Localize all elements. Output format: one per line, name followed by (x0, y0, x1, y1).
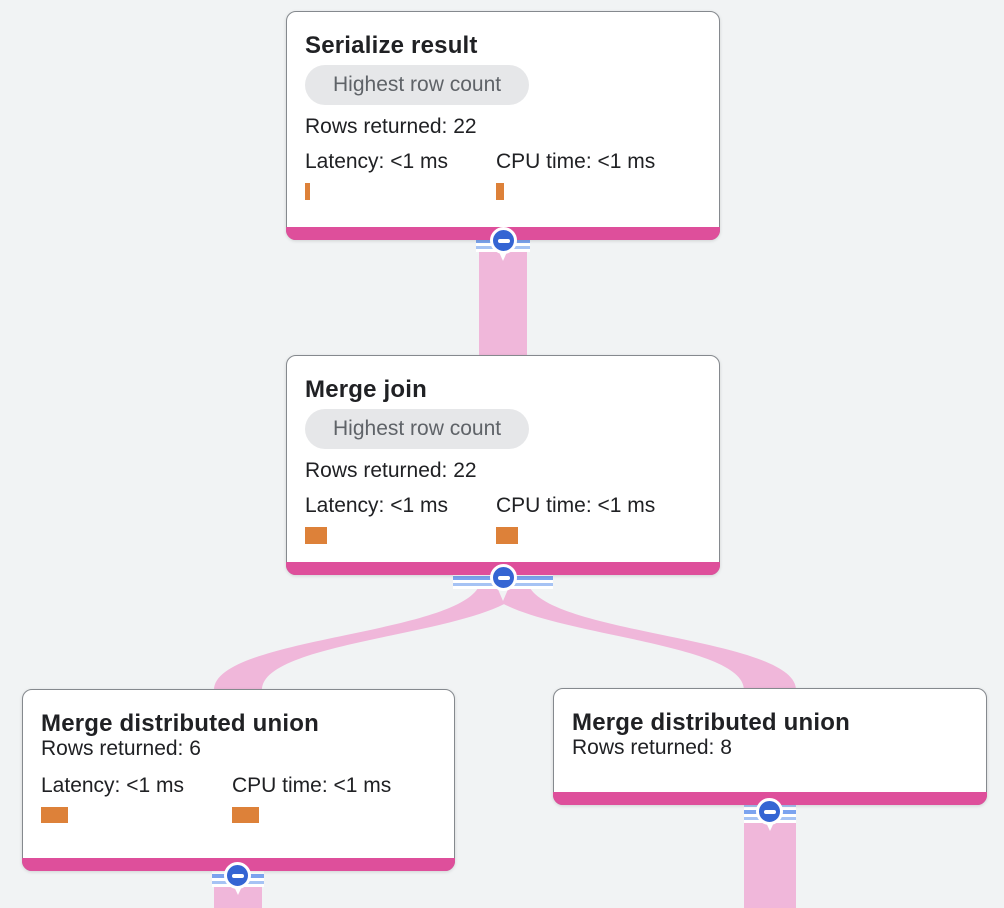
minus-icon (497, 238, 510, 243)
cpu-metric: CPU time: <1 ms (496, 150, 687, 200)
latency-label: Latency: <1 ms (41, 774, 184, 797)
cpu-metric: CPU time: <1 ms (496, 494, 687, 544)
ribbon-leftchild-to-mergejoin (214, 578, 527, 690)
collapse-node-button-right-union[interactable] (756, 798, 783, 825)
latency-bar (305, 527, 327, 544)
metrics-row: Latency: <1 ms CPU time: <1 ms (41, 774, 423, 823)
minus-icon (497, 575, 510, 580)
highest-row-count-badge: Highest row count (305, 409, 530, 449)
cpu-bar (496, 527, 518, 544)
metrics-row: Latency: <1 ms CPU time: <1 ms (305, 494, 687, 544)
rows-returned-label: Rows returned: 22 (305, 115, 477, 138)
collapse-node-button-left-union[interactable] (224, 862, 251, 889)
ribbon-rightchild-to-mergejoin (481, 578, 796, 690)
latency-bar (305, 183, 310, 200)
latency-metric: Latency: <1 ms (305, 494, 496, 544)
latency-label: Latency: <1 ms (305, 494, 448, 517)
latency-metric: Latency: <1 ms (41, 774, 232, 823)
plan-node-merge-join[interactable]: Merge join Highest row count Rows return… (286, 355, 720, 575)
latency-label: Latency: <1 ms (305, 150, 448, 173)
collapse-node-button-serialize[interactable] (490, 227, 517, 254)
cpu-label: CPU time: <1 ms (232, 774, 392, 797)
rows-returned-label: Rows returned: 22 (305, 459, 477, 482)
node-title: Merge distributed union (41, 710, 319, 737)
cpu-bar (496, 183, 504, 200)
plan-node-merge-distributed-union-left[interactable]: Merge distributed union Rows returned: 6… (22, 689, 455, 871)
rows-returned-label: Rows returned: 6 (41, 737, 201, 760)
rows-returned-label: Rows returned: 8 (572, 736, 732, 759)
cpu-metric: CPU time: <1 ms (232, 774, 423, 823)
cpu-label: CPU time: <1 ms (496, 150, 656, 173)
cpu-label: CPU time: <1 ms (496, 494, 656, 517)
node-title: Serialize result (305, 32, 478, 59)
latency-bar (41, 807, 68, 823)
node-title: Merge join (305, 376, 428, 403)
plan-node-serialize-result[interactable]: Serialize result Highest row count Rows … (286, 11, 720, 240)
highest-row-count-badge: Highest row count (305, 65, 530, 105)
latency-metric: Latency: <1 ms (305, 150, 496, 200)
minus-icon (231, 873, 244, 878)
minus-icon (763, 809, 776, 814)
node-title: Merge distributed union (572, 709, 850, 736)
metrics-row: Latency: <1 ms CPU time: <1 ms (305, 150, 687, 200)
plan-node-merge-distributed-union-right[interactable]: Merge distributed union Rows returned: 8 (553, 688, 987, 805)
collapse-node-button-mergejoin[interactable] (490, 564, 517, 591)
cpu-bar (232, 807, 259, 823)
